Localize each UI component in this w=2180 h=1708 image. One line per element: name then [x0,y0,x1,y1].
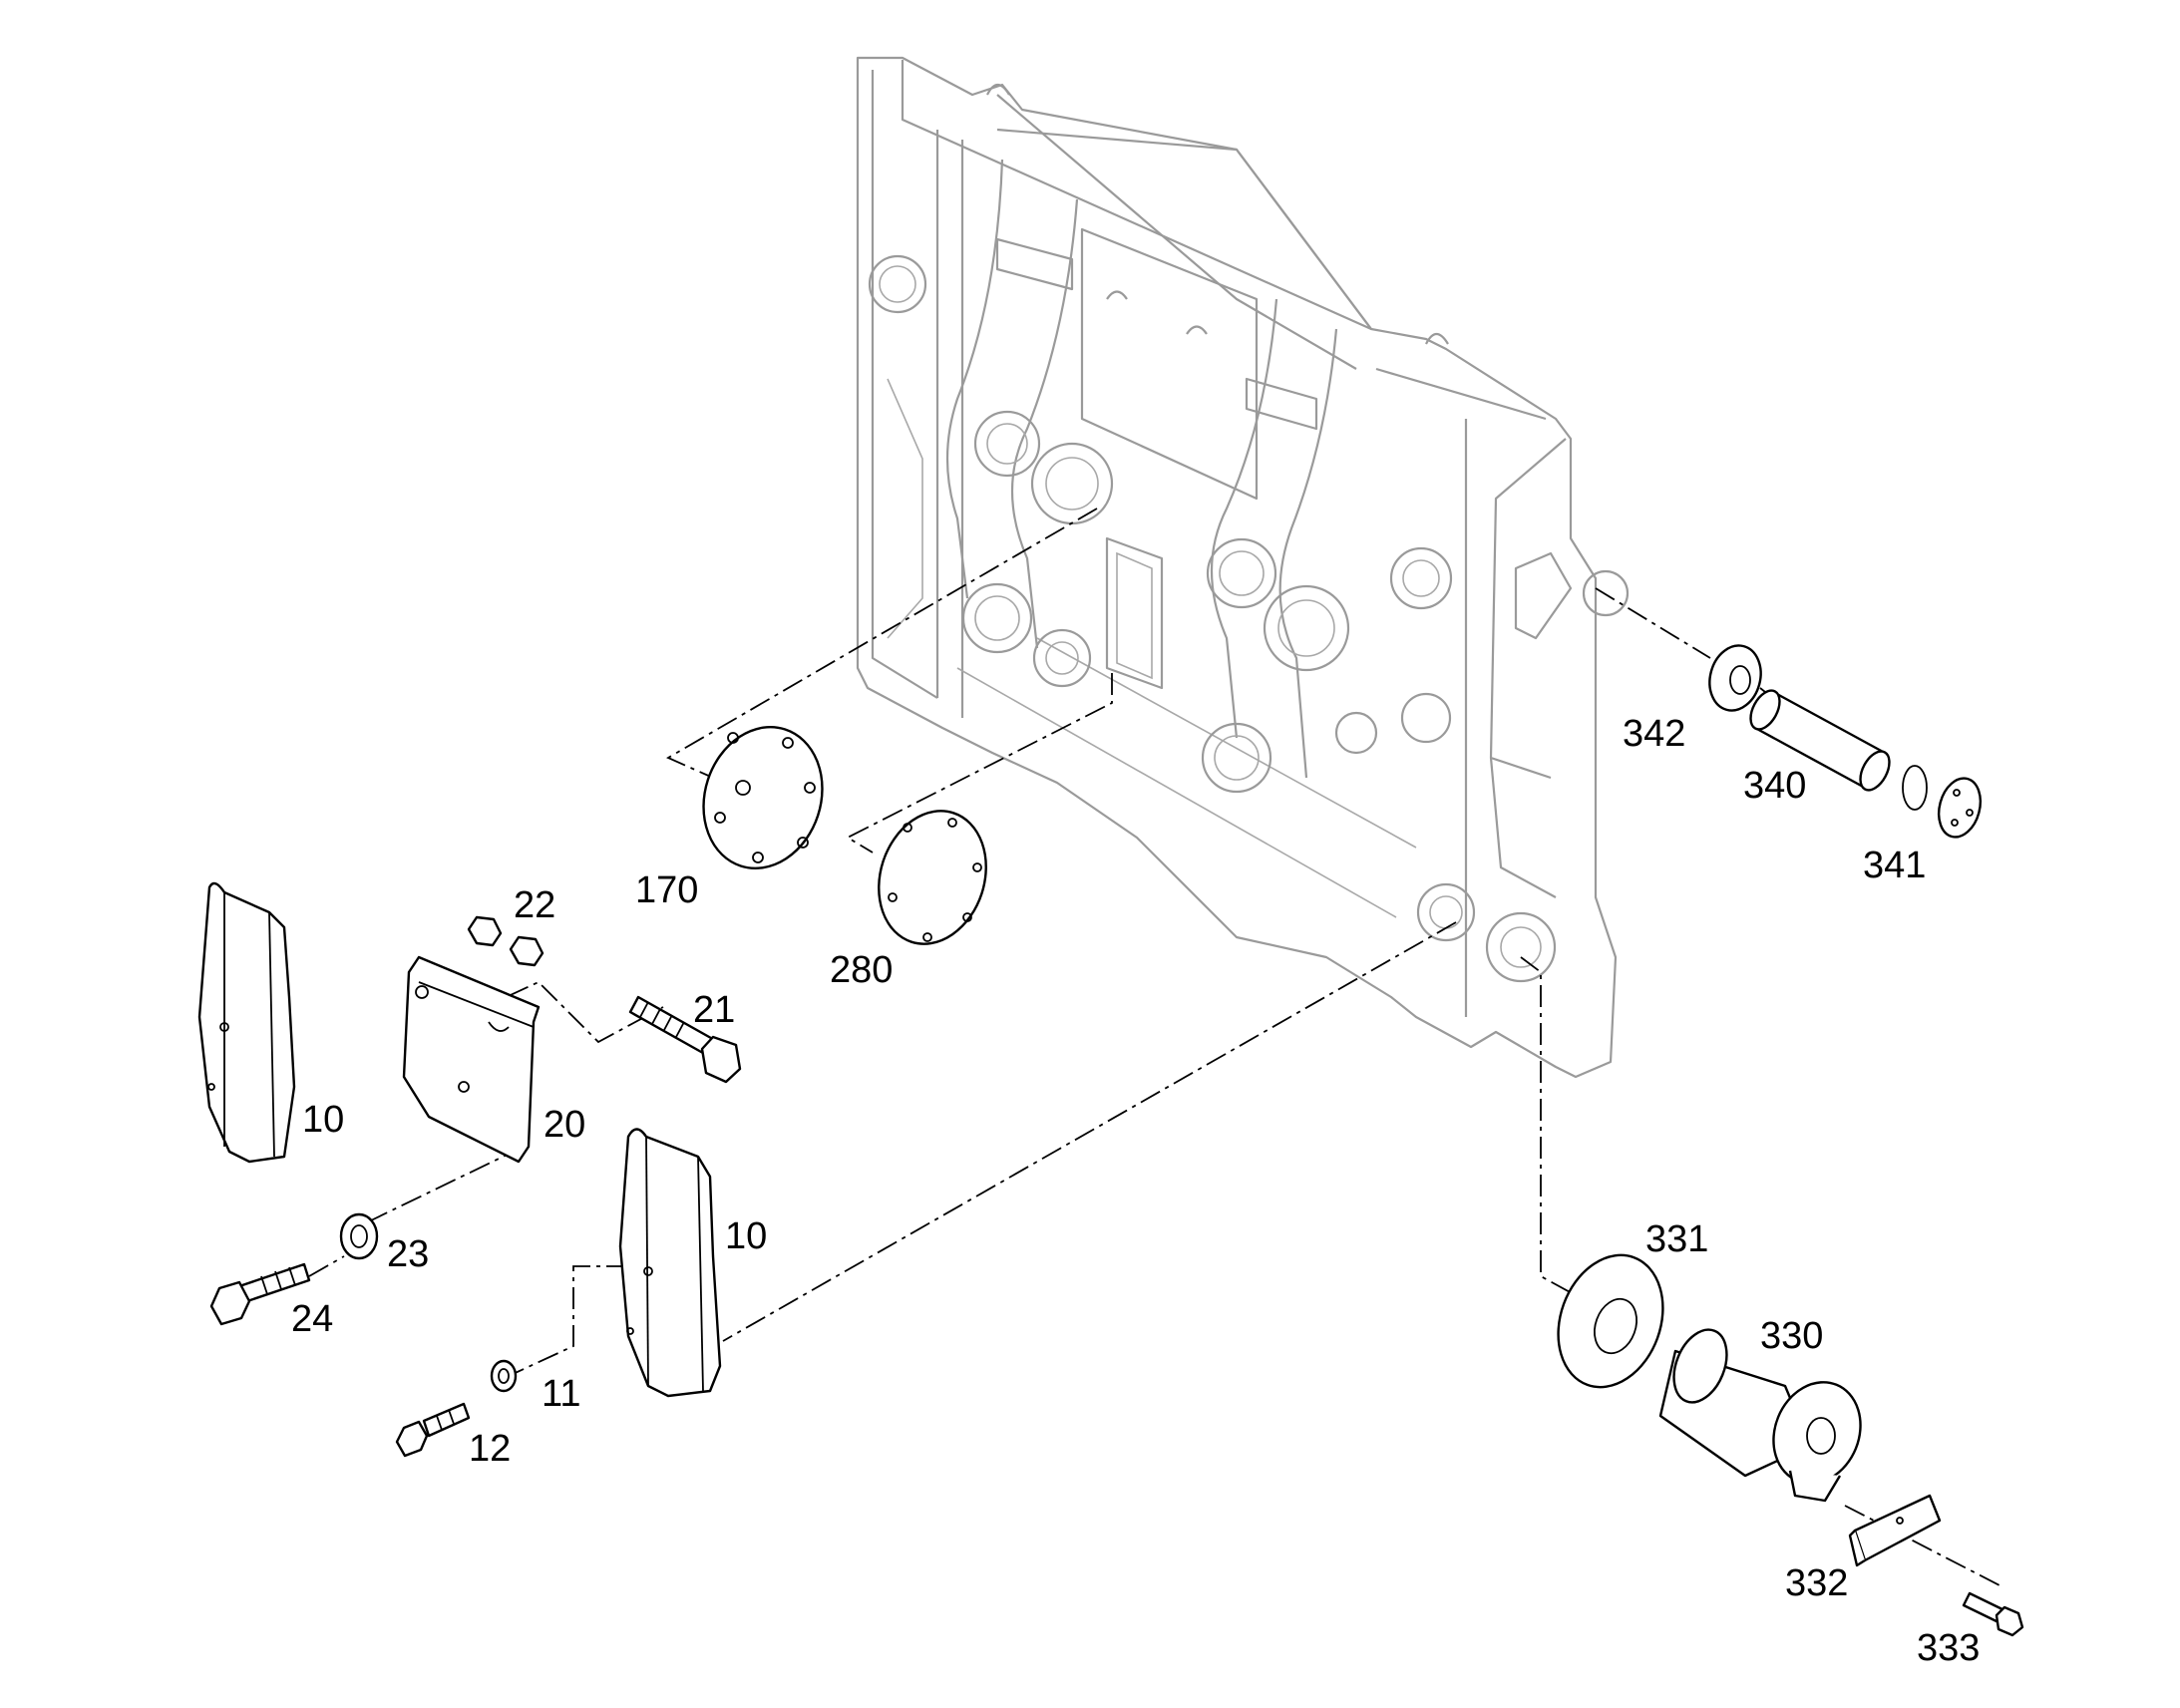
cover-disc-170 [702,726,824,869]
callout-280: 280 [830,949,893,991]
bolt-12 [395,1402,471,1458]
bracket-plate [402,955,541,1164]
retaining-ring-341 [1902,765,1983,839]
bolt-333 [1962,1591,2024,1637]
washer-11 [490,1359,518,1393]
callout-24: 24 [291,1298,333,1340]
callout-10-lower: 10 [725,1215,767,1257]
callout-340: 340 [1743,765,1806,807]
callout-22: 22 [514,884,555,926]
callout-20: 20 [544,1104,585,1146]
callout-331: 331 [1645,1218,1708,1260]
cover-disc-280 [878,810,987,945]
callout-333: 333 [1917,1627,1980,1669]
callout-23: 23 [387,1233,429,1275]
main-frame [856,56,1630,1079]
washer-342 [1708,644,1762,712]
washer-23 [339,1212,379,1260]
bolt-24 [209,1262,311,1326]
washer-331 [1557,1253,1664,1389]
callout-332: 332 [1785,1562,1848,1604]
callout-11: 11 [542,1373,580,1415]
callout-330: 330 [1760,1315,1823,1357]
callout-12: 12 [469,1428,511,1470]
callout-342: 342 [1623,713,1685,755]
bolt-long [628,995,742,1084]
locking-plate-332 [1848,1494,1942,1567]
pivot-pin-330 [1658,1328,1862,1503]
callout-21: 21 [693,989,735,1031]
guard-plate-lower [618,1128,722,1398]
callout-10: 10 [302,1099,344,1141]
hex-nuts [467,915,545,967]
callout-170: 170 [635,869,698,911]
guard-plate-upper [197,881,296,1164]
callout-labels: 10 20 22 21 23 24 10 11 12 170 280 342 3… [291,713,1980,1669]
pin-340 [1749,689,1891,792]
callout-341: 341 [1863,845,1926,886]
